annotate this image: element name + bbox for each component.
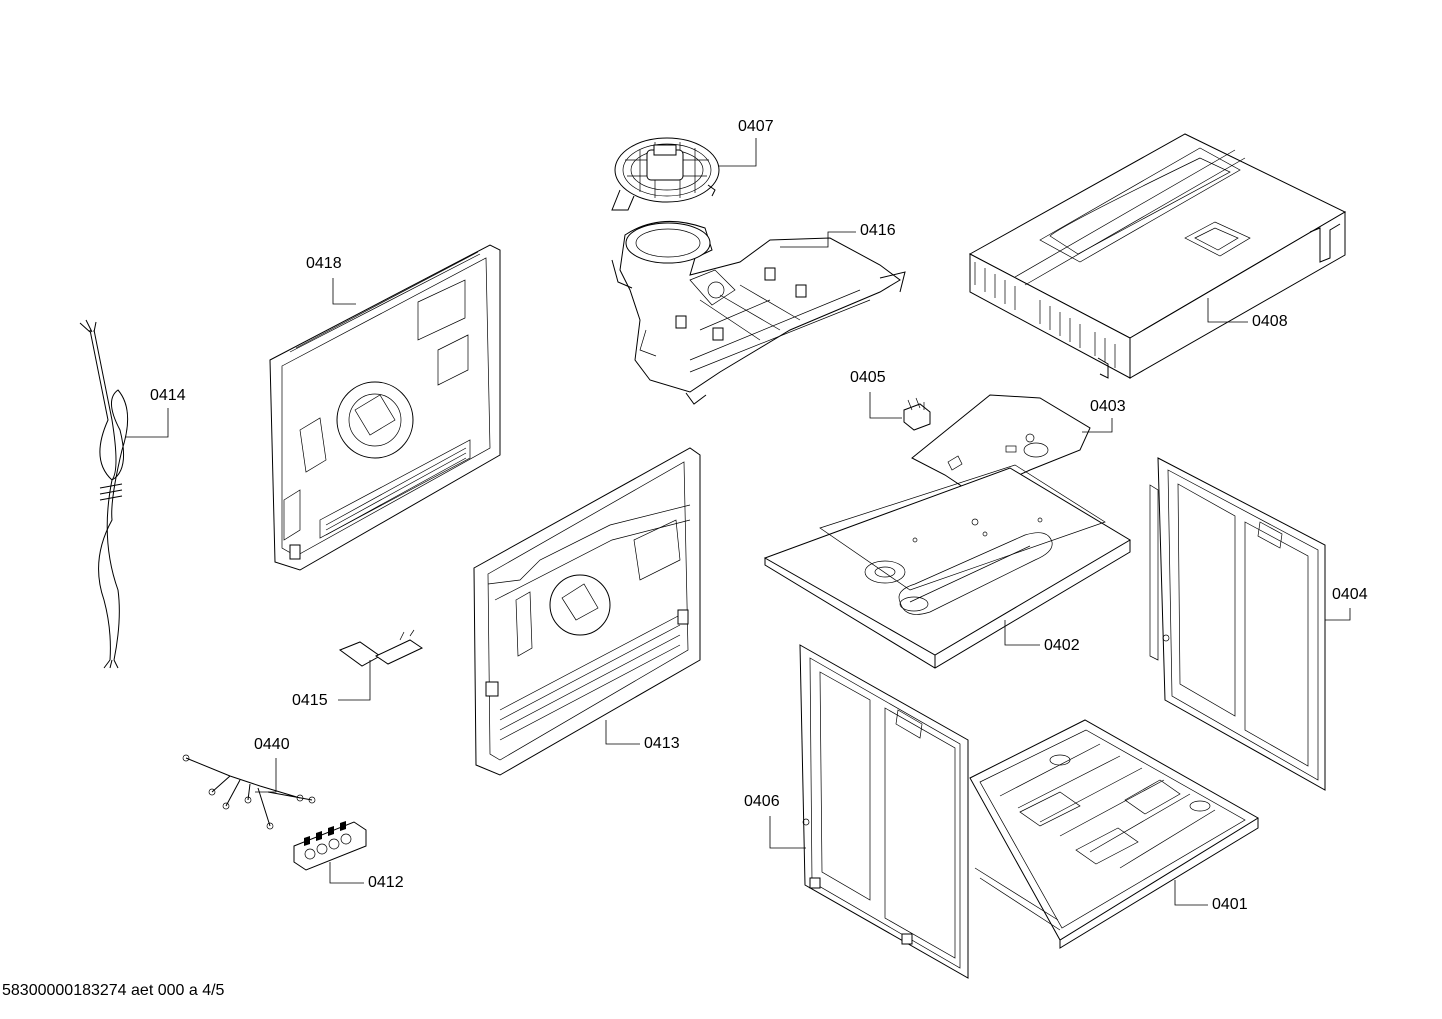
- label-0407: 0407: [738, 118, 774, 135]
- leader-0408: [1207, 298, 1248, 323]
- part-0402-base-plate[interactable]: [763, 464, 1131, 669]
- part-0408-top-cover[interactable]: [968, 133, 1347, 379]
- label-0440: 0440: [254, 736, 290, 753]
- leader-0406: [769, 816, 806, 849]
- label-0405: 0405: [850, 369, 886, 386]
- part-0415-bracket[interactable]: [338, 629, 424, 667]
- part-0412-terminal-block[interactable]: [293, 821, 367, 871]
- label-0414: 0414: [150, 387, 186, 404]
- leader-0402: [1004, 620, 1040, 646]
- label-0413: 0413: [644, 735, 680, 752]
- leader-0401: [1174, 880, 1208, 906]
- leader-0403: [1082, 418, 1113, 433]
- label-0412: 0412: [368, 874, 404, 891]
- part-0406-left-side-panel[interactable]: [799, 644, 969, 979]
- part-0405-thermostat[interactable]: [903, 397, 931, 431]
- label-0403: 0403: [1090, 398, 1126, 415]
- part-0401-bottom-frame[interactable]: [969, 719, 1259, 949]
- leader-0405: [869, 392, 902, 419]
- label-0401: 0401: [1212, 896, 1248, 913]
- leader-0416: [780, 231, 856, 248]
- leader-0414: [125, 408, 169, 438]
- part-0403-top-plate[interactable]: [911, 394, 1091, 496]
- leader-0440: [255, 758, 277, 793]
- leader-0404: [1325, 608, 1351, 621]
- leader-0407: [718, 138, 757, 167]
- label-0418: 0418: [306, 255, 342, 272]
- part-0413-inner-rear-wall[interactable]: [473, 447, 701, 776]
- part-0440-wiring-harness[interactable]: [182, 754, 316, 830]
- label-0404: 0404: [1332, 586, 1368, 603]
- part-0416-fan-duct[interactable]: [611, 220, 906, 405]
- leader-0415: [338, 660, 371, 701]
- label-0408: 0408: [1252, 313, 1288, 330]
- leader-0418: [332, 278, 356, 305]
- part-0407-fan-motor[interactable]: [611, 137, 720, 211]
- document-footer-id: 58300000183274 aet 000 a 4/5: [2, 982, 225, 999]
- leader-0412: [329, 862, 364, 884]
- part-0418-rear-panel[interactable]: [269, 244, 501, 571]
- label-0406: 0406: [744, 793, 780, 810]
- part-0404-right-side-panel[interactable]: [1149, 457, 1326, 791]
- part-0414-power-cable[interactable]: [79, 319, 129, 669]
- leader-0413: [605, 720, 640, 745]
- label-0402: 0402: [1044, 637, 1080, 654]
- label-0415: 0415: [292, 692, 328, 709]
- label-0416: 0416: [860, 222, 896, 239]
